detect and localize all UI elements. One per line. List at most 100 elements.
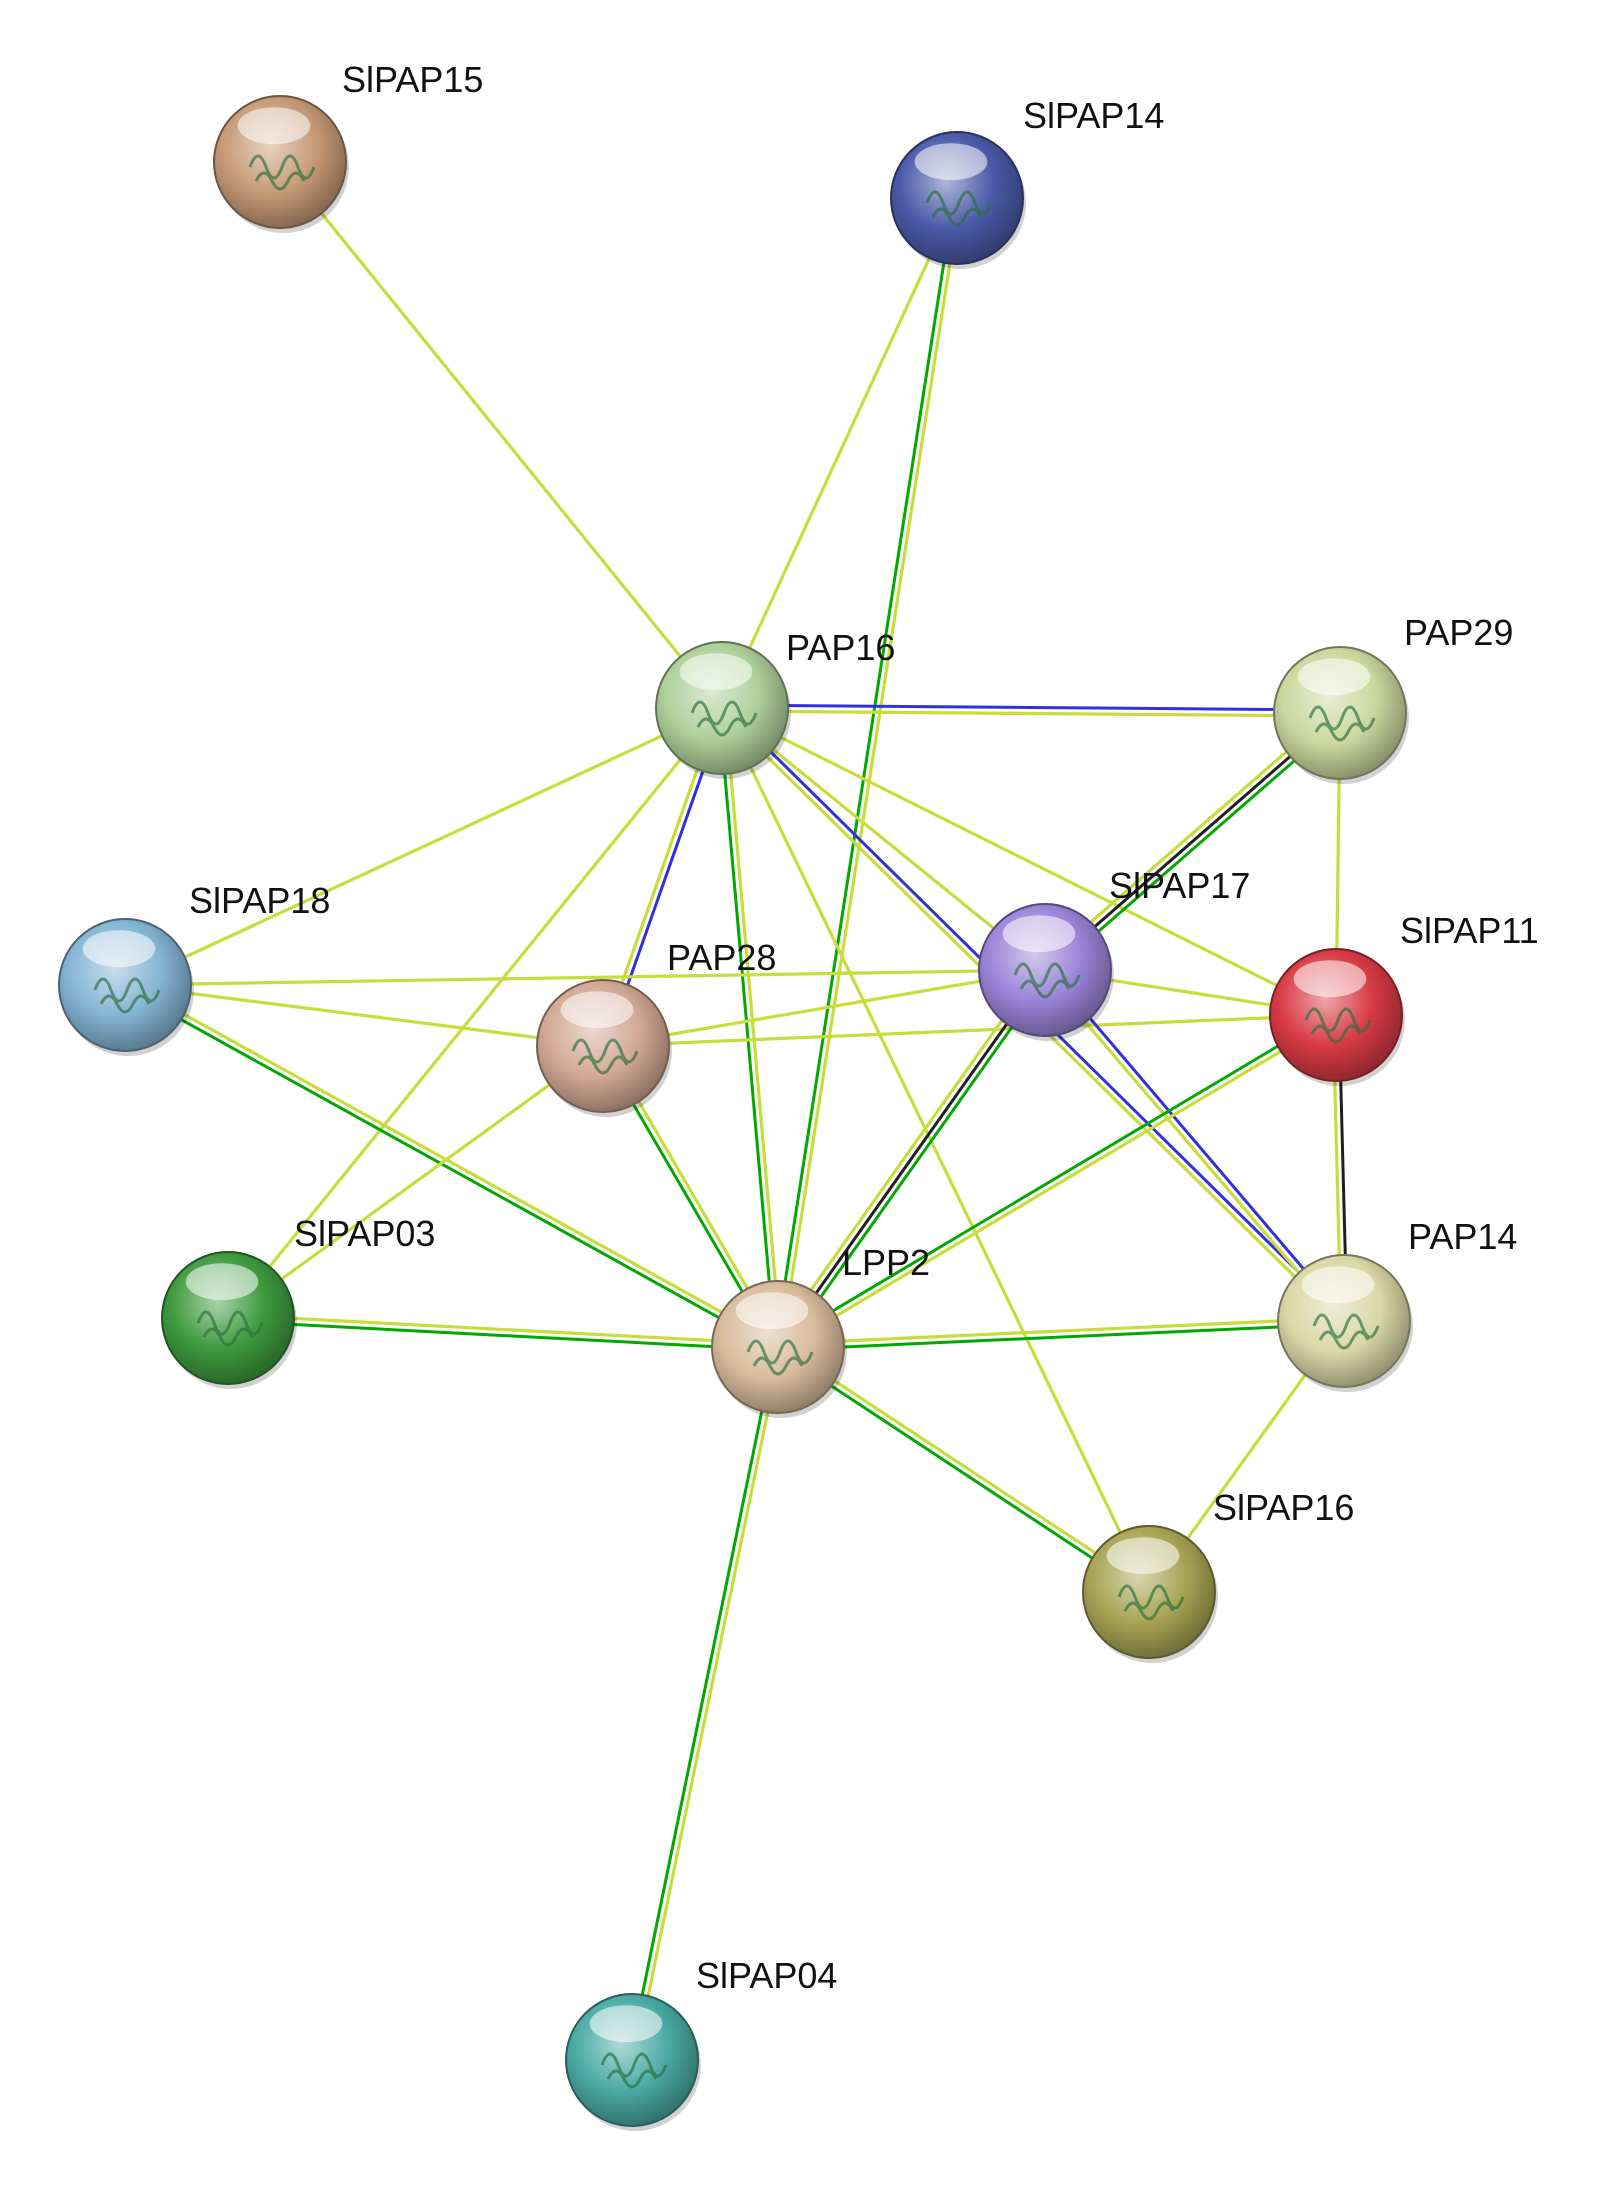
edge-line-coexpression xyxy=(1041,970,1344,1325)
edge-line-textmining xyxy=(122,986,779,1352)
edge-line-coexpression xyxy=(720,706,1151,1594)
edge-pap28-slpap17 xyxy=(601,968,1047,1048)
node-lpp2[interactable]: LPP2 xyxy=(711,1242,930,1418)
node-highlight xyxy=(237,107,311,145)
node-highlight xyxy=(1301,1266,1375,1304)
edge-line-database xyxy=(720,703,1342,712)
edge-pap28-slpap11 xyxy=(601,1013,1338,1048)
node-slpap11[interactable]: SlPAP11 xyxy=(1269,910,1539,1086)
protein-structure-icon xyxy=(1304,1007,1372,1044)
edge-line-textmining xyxy=(226,1319,780,1352)
node-slpap15[interactable]: SlPAP15 xyxy=(213,59,483,233)
node-pap16[interactable]: PAP16 xyxy=(655,627,895,779)
edges-layer xyxy=(122,160,1349,2063)
protein-structure-icon xyxy=(93,977,161,1014)
edge-line-coexpression xyxy=(779,196,962,1350)
node-pap29[interactable]: PAP29 xyxy=(1273,612,1513,784)
node-label-pap14: PAP14 xyxy=(1408,1216,1517,1257)
protein-structure-icon xyxy=(1117,1584,1185,1621)
node-label-slpap11: SlPAP11 xyxy=(1400,910,1539,951)
edge-line-coexpression xyxy=(123,706,724,987)
edge-line-coexpression xyxy=(226,1313,780,1346)
node-slpap04[interactable]: SlPAP04 xyxy=(565,1955,837,2131)
node-highlight xyxy=(735,1292,809,1330)
edge-line-textmining xyxy=(776,1322,1346,1352)
node-highlight xyxy=(589,2005,663,2043)
node-highlight xyxy=(82,930,156,968)
edge-line-coexpression xyxy=(720,706,1338,1017)
edge-line-coexpression xyxy=(124,980,782,1346)
edge-line-textmining xyxy=(774,1348,1149,1597)
node-label-slpap15: SlPAP15 xyxy=(342,59,483,100)
edge-line-textmining xyxy=(781,971,1052,1352)
edge-line-textmining xyxy=(717,706,777,1349)
protein-structure-icon xyxy=(248,154,316,191)
edge-line-textmining xyxy=(774,1010,1336,1346)
edge-line-coexpression xyxy=(720,706,1047,972)
node-label-lpp2: LPP2 xyxy=(842,1242,930,1283)
edge-line-coexpression xyxy=(720,196,959,710)
node-label-slpap16: SlPAP16 xyxy=(1213,1487,1354,1528)
edge-line-coexpression xyxy=(777,1015,1340,1352)
edge-line-experimental xyxy=(776,968,1047,1349)
node-label-pap28: PAP28 xyxy=(667,937,776,978)
edge-pap16-slpap17 xyxy=(720,706,1047,972)
edge-line-coexpression xyxy=(776,1316,1346,1346)
edge-line-database xyxy=(1045,966,1348,1321)
node-pap28[interactable]: PAP28 xyxy=(536,937,776,1117)
protein-structure-icon xyxy=(746,1339,814,1376)
edge-slpap17-lpp2 xyxy=(771,964,1052,1352)
edge-line-coexpression xyxy=(226,706,724,1320)
edge-slpap18-pap28 xyxy=(123,983,605,1048)
node-highlight xyxy=(560,991,634,1029)
edge-line-coexpression xyxy=(278,160,724,710)
edge-slpap15-pap16 xyxy=(278,160,724,710)
edge-pap16-slpap18 xyxy=(123,706,724,987)
edge-slpap18-lpp2 xyxy=(122,980,782,1352)
edge-pap16-slpap16 xyxy=(720,706,1151,1594)
edge-lpp2-slpap16 xyxy=(774,1342,1153,1597)
node-label-pap29: PAP29 xyxy=(1404,612,1513,653)
edge-line-textmining xyxy=(773,196,956,1349)
node-highlight xyxy=(914,143,988,181)
node-highlight xyxy=(1297,658,1371,696)
edge-slpap17-pap14 xyxy=(1041,966,1348,1325)
node-label-pap16: PAP16 xyxy=(786,627,895,668)
protein-structure-icon xyxy=(1013,962,1081,999)
node-highlight xyxy=(679,653,753,691)
edge-pap16-pap29 xyxy=(720,703,1342,718)
edge-lpp2-pap14 xyxy=(776,1316,1346,1352)
edge-line-coexpression xyxy=(601,1013,1338,1048)
protein-structure-icon xyxy=(600,2052,668,2089)
node-slpap17[interactable]: SlPAP17 xyxy=(978,865,1250,1041)
node-highlight xyxy=(1106,1537,1180,1575)
node-slpap03[interactable]: SlPAP03 xyxy=(161,1213,435,1389)
node-pap14[interactable]: PAP14 xyxy=(1277,1216,1517,1392)
protein-structure-icon xyxy=(1308,705,1376,742)
edge-slpap03-lpp2 xyxy=(226,1313,780,1352)
protein-structure-icon xyxy=(571,1038,639,1075)
node-highlight xyxy=(1002,915,1076,953)
protein-structure-icon xyxy=(690,700,758,737)
node-highlight xyxy=(185,1263,259,1301)
edge-line-textmining xyxy=(627,1344,777,2061)
edge-slpap14-lpp2 xyxy=(773,196,962,1350)
edge-slpap14-pap16 xyxy=(720,196,959,710)
node-slpap18[interactable]: SlPAP18 xyxy=(58,880,330,1056)
edge-slpap18-slpap17 xyxy=(123,968,1047,987)
edge-line-coexpression xyxy=(123,968,1047,987)
node-highlight xyxy=(1293,960,1367,998)
edge-line-coexpression xyxy=(633,1346,783,2063)
node-slpap14[interactable]: SlPAP14 xyxy=(890,95,1164,269)
protein-structure-icon xyxy=(1312,1313,1380,1350)
node-label-slpap18: SlPAP18 xyxy=(189,880,330,921)
node-label-slpap04: SlPAP04 xyxy=(696,1955,837,1996)
edge-line-coexpression xyxy=(723,706,783,1349)
edge-slpap11-lpp2 xyxy=(774,1010,1340,1352)
edge-line-coexpression xyxy=(771,964,1042,1346)
node-slpap16[interactable]: SlPAP16 xyxy=(1082,1487,1354,1663)
protein-structure-icon xyxy=(925,190,993,227)
edge-line-coexpression xyxy=(778,1342,1153,1592)
edge-line-coexpression xyxy=(720,709,1342,718)
